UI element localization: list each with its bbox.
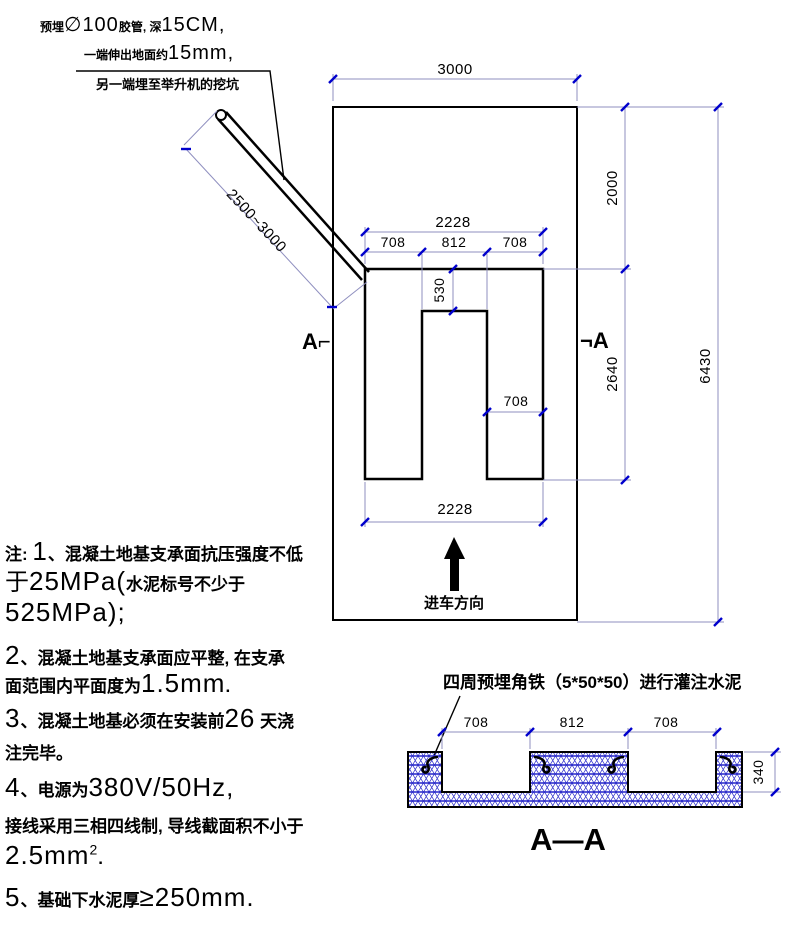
note-1b: 于25MPa(水泥标号不少于 — [5, 566, 246, 596]
dim-tube-length: 2500~3000 — [223, 186, 290, 256]
dimension-lines — [185, 78, 719, 622]
note-4c: 2.5mm2. — [5, 840, 103, 870]
section-dim-mid: 812 — [560, 714, 585, 730]
tube-annotation-line2: 一端伸出地面约15mm, — [84, 42, 235, 64]
note-4: 4、电源为380V/50Hz, — [5, 772, 235, 802]
dim-slab-depth: 530 — [431, 278, 447, 303]
section-label: A—A — [530, 822, 606, 857]
note-3: 3、混凝土地基必须在安装前26 天浇 — [5, 703, 295, 733]
note-4b: 接线采用三相四线制, 导线截面积不小于 — [5, 817, 304, 836]
note-1c: 525MPa); — [5, 597, 126, 627]
annotation-leader — [76, 70, 285, 181]
dim-top-right: 708 — [503, 234, 528, 250]
section-title-leader — [432, 695, 461, 759]
tube-annotation-line1: 预埋∅100胶管, 深15CM, — [40, 14, 226, 36]
note-2b: 面范围内平面度为1.5mm. — [5, 668, 231, 698]
section-title: 四周预埋角铁（5*50*50）进行灌注水泥 — [443, 672, 742, 692]
section-dimension — [437, 727, 781, 797]
section-dim-right: 708 — [654, 714, 679, 730]
dim-upper-height: 2000 — [604, 170, 621, 205]
annotation-text: 预埋 — [40, 20, 65, 34]
section-marker-left: A⌐ — [302, 329, 331, 354]
dim-inner-height: 2640 — [604, 356, 621, 391]
dim-top-mid: 812 — [442, 234, 467, 250]
drive-direction-label: 进车方向 — [424, 594, 484, 612]
tube-end-circle — [215, 109, 227, 121]
dim-top-left: 708 — [381, 234, 406, 250]
section-dim-depth: 340 — [750, 760, 766, 785]
section-dim-left: 708 — [464, 714, 489, 730]
drive-direction-arrow-icon — [444, 537, 465, 591]
section-concrete-bar — [407, 751, 743, 808]
note-3b: 注完毕。 — [5, 744, 73, 763]
note-5: 5、基础下水泥厚≥250mm. — [5, 882, 255, 912]
section-marker-right: ¬A — [580, 328, 609, 353]
foundation-outline — [332, 106, 578, 621]
note-2: 2、混凝土地基支承面应平整, 在支承 — [5, 640, 285, 670]
dim-total-height: 6430 — [697, 348, 714, 383]
tube-annotation-line3: 另一端埋至举升机的挖坑 — [96, 77, 240, 92]
dimension-ticks — [181, 74, 723, 627]
dim-bottom-total: 2228 — [437, 501, 472, 518]
dim-leg-width: 708 — [504, 393, 529, 409]
dim-top-total: 2228 — [435, 214, 470, 231]
lift-footprint-outline — [363, 267, 545, 481]
embedded-tube — [215, 109, 370, 281]
dim-plan-width: 3000 — [437, 61, 472, 78]
note-1: 注: 1、混凝土地基支承面抗压强度不低 — [5, 536, 303, 566]
